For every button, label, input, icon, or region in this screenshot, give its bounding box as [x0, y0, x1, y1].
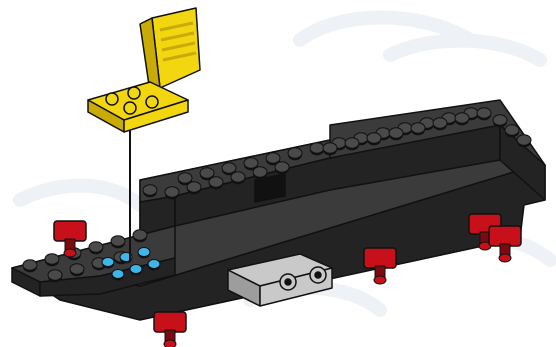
chassis-stud [455, 113, 469, 124]
highlight-stud [112, 270, 124, 279]
chassis-stud [310, 143, 324, 154]
chassis-stud [505, 125, 519, 136]
seat-stud [124, 102, 136, 114]
highlight-stud [102, 258, 114, 267]
chassis-stud [143, 185, 157, 196]
chassis-stud [48, 270, 62, 281]
chassis-stud [345, 138, 359, 149]
watermark-stroke [20, 186, 140, 205]
chassis-stud [209, 177, 223, 188]
chassis-stud [244, 158, 258, 169]
axle-cap [64, 249, 76, 257]
highlight-stud [148, 260, 160, 269]
chassis-stud [253, 167, 267, 178]
chassis-stud [231, 172, 245, 183]
watermark-stroke [390, 41, 540, 60]
axle-holder [154, 312, 186, 347]
axle-holder-body [154, 312, 186, 332]
chassis-stud [493, 115, 507, 126]
chassis-stud [89, 242, 103, 253]
axle-holder [489, 226, 521, 262]
chassis-stud [111, 236, 125, 247]
chassis-stud [165, 187, 179, 198]
axle-holder [364, 248, 396, 284]
chassis-stud [222, 163, 236, 174]
chassis-stud [23, 260, 37, 271]
axle-holder-body [54, 221, 86, 241]
chassis-stud [433, 118, 447, 129]
axle-cap [499, 254, 511, 262]
chassis-stud [323, 143, 337, 154]
axle-holder-body [364, 248, 396, 268]
seat-stud [128, 87, 140, 99]
light-plate-stud-hole [285, 279, 291, 285]
seat-stud [106, 93, 118, 105]
chassis-stud [187, 182, 201, 193]
highlight-stud [130, 265, 142, 274]
chassis-stud [70, 264, 84, 275]
chassis-stud [367, 133, 381, 144]
chassis-stud [200, 168, 214, 179]
chassis-stud [288, 148, 302, 159]
axle-cap [374, 276, 386, 284]
seat-icon [88, 8, 200, 132]
highlight-stud [138, 248, 150, 257]
chassis-stud [266, 153, 280, 164]
chassis-stud [411, 123, 425, 134]
seat-stud [146, 96, 158, 108]
chassis-stud [517, 135, 531, 146]
chassis-stud [389, 128, 403, 139]
axle-cap [164, 340, 176, 347]
chassis-stud [178, 173, 192, 184]
chassis-stud [275, 162, 289, 173]
axle-holder-body [489, 226, 521, 246]
chassis [12, 100, 545, 320]
light-plate-stud-hole [315, 272, 321, 278]
chassis-stud [45, 254, 59, 265]
chassis-stud [477, 108, 491, 119]
chassis-stud [133, 230, 147, 241]
